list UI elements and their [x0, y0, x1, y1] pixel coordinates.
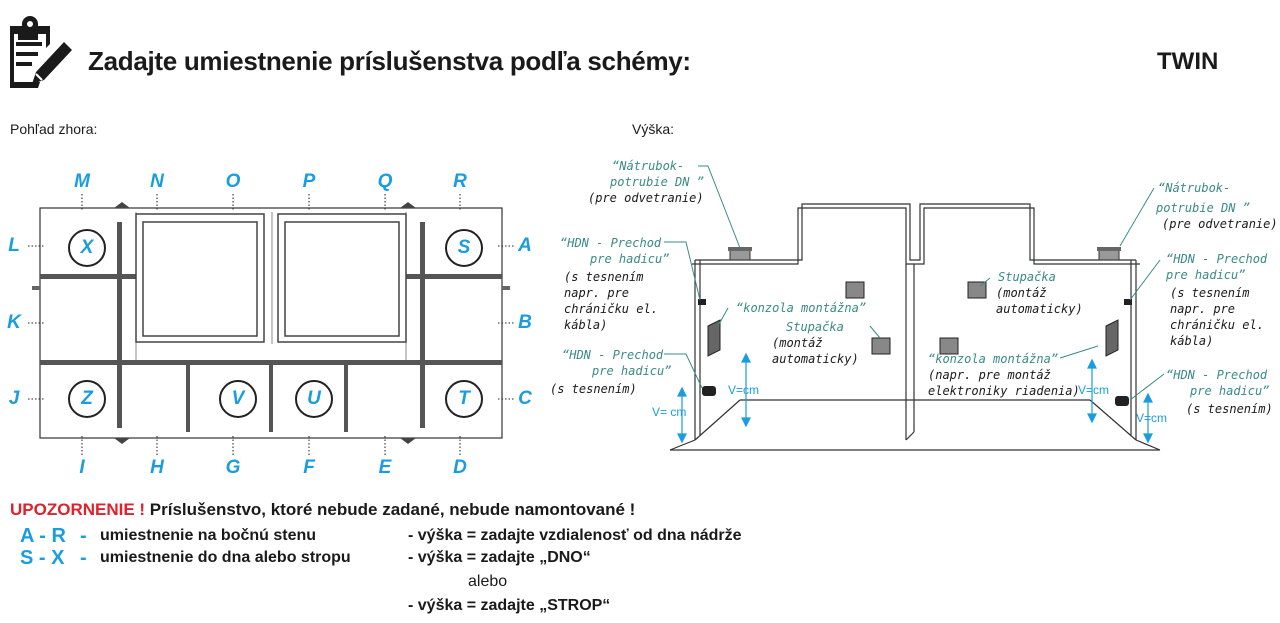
height-view-diagram: “Nátrubok- potrubie DN ” (pre odvetranie… [540, 150, 1280, 490]
height-dim-label-left-inner: V=cm [728, 383, 760, 397]
label-stupacka-left-2: (montáž [772, 336, 823, 350]
position-letter-g: G [225, 457, 241, 478]
label-stupacka-right-2: (montáž [996, 286, 1047, 300]
label-stupacka-left-1: Stupačka [786, 320, 844, 334]
position-letter-j: J [8, 388, 20, 409]
legend-code-a-r: A - R [20, 525, 66, 547]
label-konzola-right-2: (napr. pre montáž [928, 368, 1051, 382]
label-natrubok-right-3: (pre odvetranie) [1162, 217, 1278, 231]
label-stupacka-right-1: Stupačka [998, 270, 1056, 284]
top-view-label: Pohľad zhora: [10, 121, 98, 137]
position-letter-p: P [302, 171, 316, 192]
position-letter-q: Q [377, 171, 393, 192]
label-natrubok-left-3: (pre odvetranie) [588, 191, 704, 205]
label-hdn-left1-6: kábla) [564, 318, 608, 332]
label-hdn-left1-2: pre hadicu” [590, 252, 670, 266]
label-hdn-right1-1: “HDN - Prechod [1166, 252, 1268, 266]
legend-note-strop: - výška = zadajte „STROP“ [408, 597, 611, 614]
label-hdn-right1-3: (s tesnením [1170, 286, 1250, 300]
position-letter-o: O [225, 171, 241, 192]
legend-note-height-distance: - výška = zadajte vzdialenosť od dna nád… [408, 527, 742, 544]
position-letter-e: E [378, 457, 392, 478]
position-letter-n: N [150, 171, 164, 192]
label-hdn-left1-1: “HDN - Prechod [560, 236, 662, 250]
page-title: Zadajte umiestnenie príslušenstva podľa … [88, 46, 691, 76]
position-letter-d: D [453, 457, 467, 478]
label-hdn-right1-2: pre hadicu” [1166, 268, 1246, 282]
clipboard-pencil-icon [6, 12, 76, 88]
position-circle-x: X [68, 229, 106, 267]
height-dim-label-right-outer: V=cm [1136, 411, 1168, 425]
position-letter-i: I [79, 457, 85, 478]
label-hdn-left2-3: (s tesnením) [550, 382, 637, 396]
height-view-label: Výška: [632, 121, 675, 137]
top-view-diagram: M N O P Q R I H G F E D L K J A B C X S … [0, 150, 545, 490]
position-letter-c: C [518, 388, 532, 409]
legend-text-floor-ceiling: umiestnenie do dna alebo stropu [100, 549, 351, 566]
height-dim-label-right-inner: V=cm [1078, 383, 1110, 397]
position-circle-u: U [295, 380, 333, 418]
label-hdn-right2-1: “HDN - Prechod [1166, 368, 1268, 382]
position-circle-z: Z [68, 380, 106, 418]
warning-line: UPOZORNENIE ! Príslušenstvo, ktoré nebud… [10, 500, 635, 520]
legend-text-side-wall: umiestnenie na bočnú stenu [100, 527, 317, 544]
position-letter-l: L [8, 235, 20, 256]
label-konzola-right-1: “konzola montážna” [928, 352, 1059, 366]
position-letter-k: K [7, 312, 21, 333]
legend-note-dno: - výška = zadajte „DNO“ [408, 549, 591, 566]
label-natrubok-right-2: potrubie DN ” [1156, 201, 1250, 215]
legend-dash-1: - [80, 525, 87, 547]
position-letter-m: M [74, 171, 90, 192]
label-natrubok-left-2: potrubie DN ” [610, 175, 704, 189]
label-hdn-right1-4: napr. pre [1170, 302, 1236, 316]
label-hdn-left1-5: chráničku el. [564, 302, 658, 316]
label-natrubok-left-1: “Nátrubok- [612, 159, 685, 173]
position-circle-t: T [445, 380, 483, 418]
label-hdn-left1-3: (s tesnením [564, 270, 644, 284]
warning-prefix: UPOZORNENIE ! [10, 500, 146, 519]
position-circle-s: S [445, 229, 483, 267]
model-name: TWIN [1157, 48, 1219, 75]
label-hdn-right2-3: (s tesnením) [1186, 402, 1273, 416]
label-hdn-right1-5: chráničku el. [1170, 318, 1264, 332]
position-letter-b: B [518, 312, 532, 333]
position-letter-f: F [303, 457, 315, 478]
height-dim-label-left-outer: V= cm [652, 405, 687, 419]
legend-code-s-x: S - X [20, 547, 65, 569]
label-konzola-left: “konzola montážna” [736, 301, 867, 315]
label-stupacka-left-3: automaticky) [772, 352, 859, 366]
position-letter-a: A [518, 235, 532, 256]
label-hdn-left2-2: pre hadicu” [592, 364, 672, 378]
position-letter-r: R [453, 171, 467, 192]
legend-dash-2: - [80, 547, 87, 569]
label-hdn-right1-6: kábla) [1170, 334, 1214, 348]
label-konzola-right-3: elektroniky riadenia) [928, 384, 1080, 398]
legend-note-or: alebo [468, 573, 508, 590]
position-letter-h: H [150, 457, 164, 478]
label-natrubok-right-1: “Nátrubok- [1158, 181, 1231, 195]
label-stupacka-right-3: automaticky) [996, 302, 1083, 316]
label-hdn-right2-2: pre hadicu” [1190, 384, 1270, 398]
warning-text: Príslušenstvo, ktoré nebude zadané, nebu… [149, 500, 636, 519]
position-circle-v: V [219, 380, 257, 418]
label-hdn-left1-4: napr. pre [564, 286, 630, 300]
label-hdn-left2-1: “HDN - Prechod [562, 348, 664, 362]
